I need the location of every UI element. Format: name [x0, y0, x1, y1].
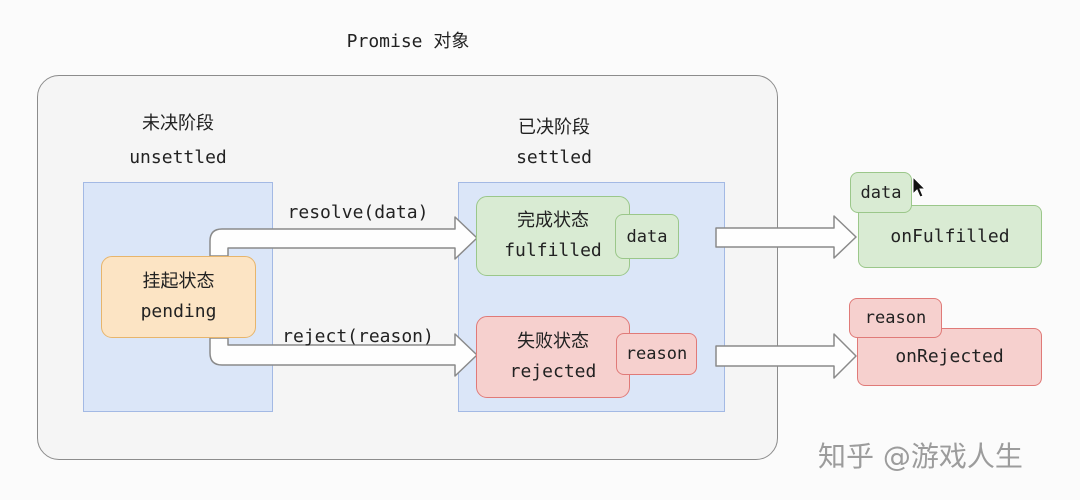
settled-stage-subtitle: settled	[516, 147, 592, 168]
rejected-state-box: 失败状态 rejected	[476, 316, 630, 398]
resolve-arrow	[209, 216, 478, 260]
rejected-to-handler-arrow	[715, 333, 857, 379]
unsettled-stage-title: 未决阶段	[142, 113, 214, 134]
on-fulfilled-data-tag: data	[850, 172, 912, 213]
page-title: Promise 对象	[346, 31, 470, 52]
reject-arrow	[209, 333, 478, 377]
fulfilled-state-label-en: fulfilled	[504, 240, 602, 261]
unsettled-stage-subtitle: unsettled	[129, 147, 227, 168]
resolve-label: resolve(data)	[287, 202, 429, 223]
pending-state-box: 挂起状态 pending	[101, 256, 256, 338]
rejected-state-label-cn: 失败状态	[517, 331, 589, 352]
on-rejected-handler-label: onRejected	[895, 346, 1004, 367]
pending-state-label-en: pending	[140, 301, 217, 322]
pending-state-label-cn: 挂起状态	[142, 271, 215, 292]
settled-stage-title: 已决阶段	[518, 117, 590, 138]
on-rejected-reason-tag: reason	[849, 298, 942, 338]
on-rejected-handler-box: onRejected	[857, 328, 1042, 386]
fulfilled-state-label-cn: 完成状态	[517, 210, 589, 231]
fulfilled-state-box: 完成状态 fulfilled	[476, 196, 630, 276]
watermark: 知乎 @游戏人生	[818, 440, 1023, 473]
on-fulfilled-handler-box: onFulfilled	[858, 205, 1042, 268]
cursor-icon	[912, 176, 927, 198]
reject-label: reject(reason)	[282, 326, 434, 347]
fulfilled-to-handler-arrow	[715, 215, 857, 259]
rejected-reason-tag: reason	[616, 333, 697, 375]
on-fulfilled-handler-label: onFulfilled	[890, 225, 1010, 247]
fulfilled-data-tag: data	[615, 214, 679, 259]
rejected-state-label-en: rejected	[509, 361, 597, 382]
